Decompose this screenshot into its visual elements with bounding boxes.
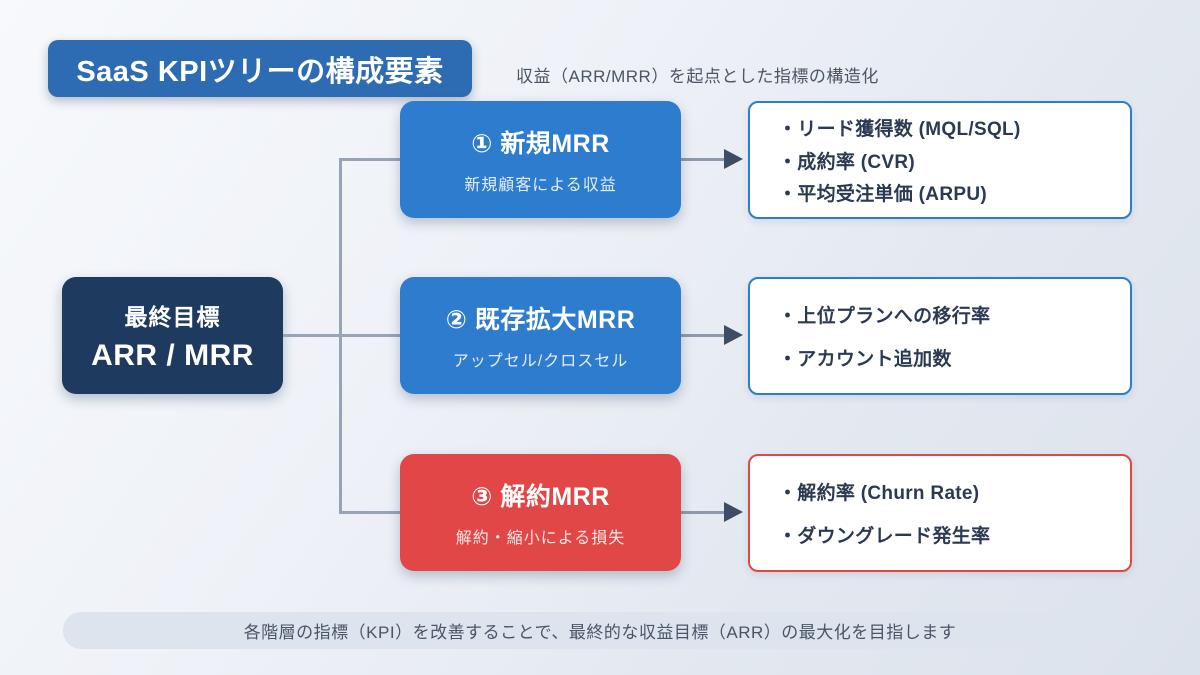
page-subtitle: 収益（ARR/MRR）を起点とした指標の構造化	[516, 67, 879, 86]
branch-subtitle: アップセル/クロスセル	[452, 353, 629, 370]
connector-branch3-line	[339, 511, 400, 514]
arrow-head-icon-2	[724, 325, 743, 345]
goal-label: 最終目標	[124, 304, 221, 330]
branch-card-expansion-mrr: ② 既存拡大MRR アップセル/クロスセル	[400, 277, 681, 394]
page-title-badge: SaaS KPIツリーの構成要素	[48, 40, 472, 97]
metric-item: ・上位プランへの移行率	[778, 306, 991, 327]
page-title: SaaS KPIツリーの構成要素	[76, 55, 444, 88]
branch-title: ② 既存拡大MRR	[445, 306, 636, 334]
goal-value: ARR / MRR	[91, 339, 254, 372]
metric-item: ・アカウント追加数	[778, 349, 952, 370]
metric-item: ・成約率 (CVR)	[778, 151, 916, 173]
metric-item: ・ダウングレード発生率	[778, 526, 991, 547]
branch-subtitle: 新規顧客による収益	[464, 177, 617, 194]
arrow-head-icon-1	[724, 149, 743, 169]
goal-node: 最終目標 ARR / MRR	[62, 277, 283, 394]
metric-card-expansion-mrr: ・上位プランへの移行率 ・アカウント追加数	[748, 277, 1132, 395]
metric-item: ・平均受注単価 (ARPU)	[778, 183, 987, 205]
branch-card-new-mrr: ① 新規MRR 新規顧客による収益	[400, 101, 681, 218]
branch-card-churn-mrr: ③ 解約MRR 解約・縮小による損失	[400, 454, 681, 571]
branch-subtitle: 解約・縮小による損失	[455, 530, 626, 547]
branch-title: ① 新規MRR	[471, 130, 610, 158]
metric-card-new-mrr: ・リード獲得数 (MQL/SQL) ・成約率 (CVR) ・平均受注単価 (AR…	[748, 101, 1132, 219]
metric-item: ・解約率 (Churn Rate)	[778, 483, 980, 504]
connector-branch2-line	[341, 334, 400, 337]
footer-note-pill: 各階層の指標（KPI）を改善することで、最終的な収益目標（ARR）の最大化を目指…	[63, 612, 1137, 649]
connector-branch1-line	[339, 158, 400, 161]
connector-goal-line	[283, 334, 341, 337]
connector-trunk-line	[339, 158, 342, 514]
arrow-line-3	[681, 511, 728, 514]
arrow-head-icon-3	[724, 502, 743, 522]
footer-note: 各階層の指標（KPI）を改善することで、最終的な収益目標（ARR）の最大化を目指…	[243, 623, 957, 642]
branch-title: ③ 解約MRR	[471, 483, 610, 511]
metric-item: ・リード獲得数 (MQL/SQL)	[778, 119, 1021, 141]
arrow-line-2	[681, 334, 728, 337]
arrow-line-1	[681, 158, 728, 161]
metric-card-churn-mrr: ・解約率 (Churn Rate) ・ダウングレード発生率	[748, 454, 1132, 572]
